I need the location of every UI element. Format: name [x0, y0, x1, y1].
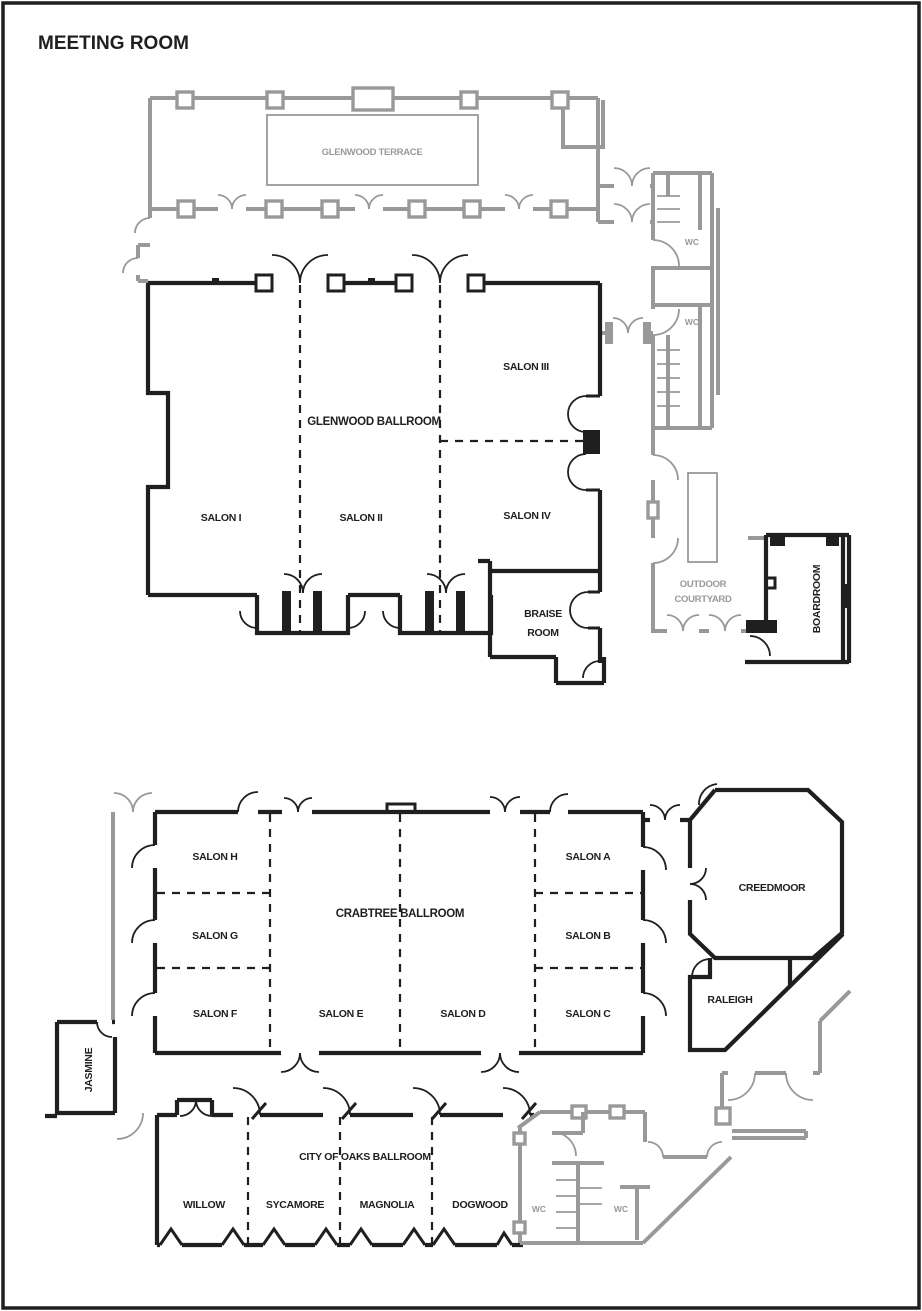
- glenwood-terrace-walls: [122, 86, 653, 283]
- label-creedmoor: CREEDMOOR: [739, 882, 806, 894]
- label-raleigh: RALEIGH: [707, 994, 752, 1006]
- label-salon-f: SALON F: [193, 1008, 238, 1020]
- city-of-oaks-walls: [154, 1087, 538, 1248]
- label-outdoor-courtyard-2: COURTYARD: [674, 594, 732, 605]
- label-wc-north-2: WC: [685, 317, 699, 327]
- label-salon-iv: SALON IV: [503, 510, 550, 522]
- restrooms-south-walls: [512, 989, 852, 1245]
- page-title: MEETING ROOM: [38, 33, 189, 54]
- label-city-of-oaks-ballroom: CITY OF OAKS BALLROOM: [299, 1151, 431, 1163]
- label-salon-h: SALON H: [192, 851, 237, 863]
- label-salon-g: SALON G: [192, 930, 238, 942]
- crabtree-ballroom-walls: [111, 791, 667, 1073]
- label-outdoor-courtyard-1: OUTDOOR: [680, 579, 727, 590]
- label-glenwood-ballroom: GLENWOOD BALLROOM: [307, 416, 441, 428]
- label-glenwood-terrace: GLENWOOD TERRACE: [322, 147, 423, 158]
- label-sycamore: SYCAMORE: [266, 1199, 325, 1211]
- outdoor-courtyard-walls: [646, 428, 766, 633]
- label-boardroom: BOARDROOM: [811, 564, 823, 633]
- braise-room-walls: [478, 558, 607, 686]
- label-salon-c: SALON C: [565, 1008, 611, 1020]
- label-salon-b: SALON B: [565, 930, 611, 942]
- jasmine-walls: [45, 1019, 144, 1140]
- label-salon-d: SALON D: [440, 1008, 486, 1020]
- label-crabtree-ballroom: CRABTREE BALLROOM: [336, 908, 464, 920]
- glenwood-ballroom-walls: [145, 254, 603, 663]
- label-wc-south-east: WC: [614, 1204, 628, 1214]
- label-dogwood: DOGWOOD: [452, 1199, 508, 1211]
- raleigh-walls: [687, 932, 845, 1053]
- label-wc-south-west: WC: [532, 1204, 546, 1214]
- label-salon-i: SALON I: [201, 512, 242, 524]
- label-salon-ii: SALON II: [339, 512, 382, 524]
- label-wc-north-1: WC: [685, 237, 699, 247]
- creedmoor-walls: [643, 783, 845, 961]
- boardroom-walls: [745, 532, 852, 665]
- label-braise-room-1: BRAISE: [524, 608, 562, 620]
- label-salon-a: SALON A: [566, 851, 611, 863]
- restrooms-north-walls: [600, 171, 720, 430]
- label-salon-iii: SALON III: [503, 361, 549, 373]
- label-salon-e: SALON E: [319, 1008, 364, 1020]
- label-jasmine: JASMINE: [83, 1047, 95, 1092]
- label-braise-room-2: ROOM: [527, 627, 559, 639]
- label-willow: WILLOW: [183, 1199, 225, 1211]
- label-magnolia: MAGNOLIA: [360, 1199, 415, 1211]
